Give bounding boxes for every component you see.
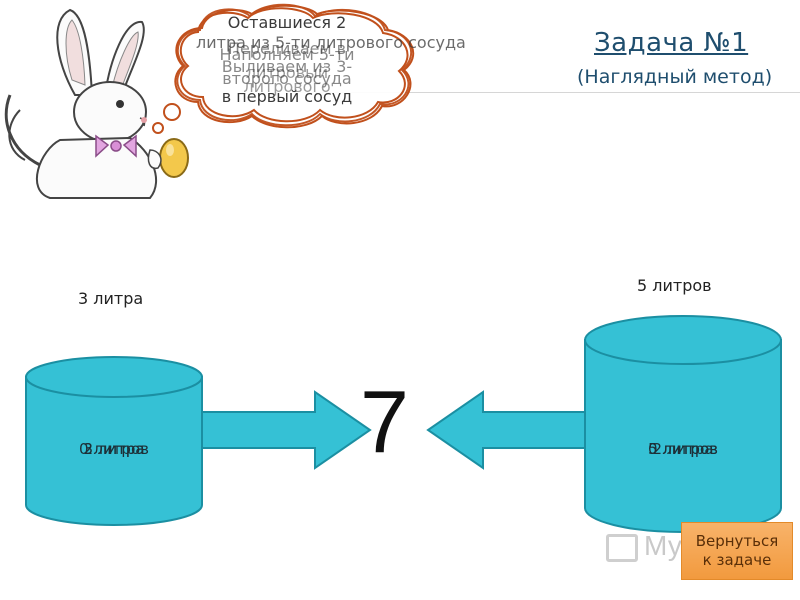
vessel-value: 2 литра	[83, 440, 145, 458]
large-vessel	[584, 315, 782, 533]
bubble-line: Наполняем 5-ти	[219, 45, 355, 64]
bubble-line: Оставшиеся 2	[227, 13, 347, 32]
title-divider	[300, 92, 800, 93]
small-vessel-label: 3 литра	[78, 289, 144, 308]
page-title: Задача №1	[594, 28, 749, 58]
bubble-line: литровый	[245, 63, 329, 82]
large-vessel-label: 5 литров	[637, 276, 712, 295]
rabbit-illustration	[4, 8, 189, 199]
result-number: 7	[360, 372, 409, 471]
small-vessel-value: 0 литров 3 литра 2 литра	[24, 440, 204, 460]
bubble-line: литрового	[243, 77, 331, 96]
bubble-line: Переливаем в	[227, 39, 347, 58]
vessel-value: 5 литров	[648, 440, 718, 458]
arrow-right-icon	[196, 390, 372, 470]
page-subtitle: (Наглядный метод)	[577, 66, 773, 88]
return-button-label-line2: к задаче	[702, 551, 772, 569]
watermark-icon	[606, 533, 638, 562]
bubble-line: Выливаем из 3-	[221, 57, 353, 76]
speech-bubble	[152, 3, 415, 134]
vessel-value: 3 литра	[83, 440, 145, 458]
arrow-left-icon	[426, 390, 589, 470]
return-button-label-line1: Вернуться	[695, 532, 779, 550]
small-vessel	[25, 356, 203, 526]
bubble-line: в первый сосуд	[221, 87, 353, 106]
vessel-value: 2 литра	[652, 440, 714, 458]
return-to-task-button[interactable]: Вернуться к задаче	[681, 522, 793, 580]
vessel-value: 0 литров	[79, 440, 149, 458]
bubble-line: второго сосуда	[222, 69, 352, 88]
vessel-value: 0 литров	[648, 440, 718, 458]
large-vessel-value: 5 литров 2 литра 0 литров	[583, 440, 783, 460]
bubble-line: литра из 5-ти литрового сосуда	[196, 33, 466, 52]
